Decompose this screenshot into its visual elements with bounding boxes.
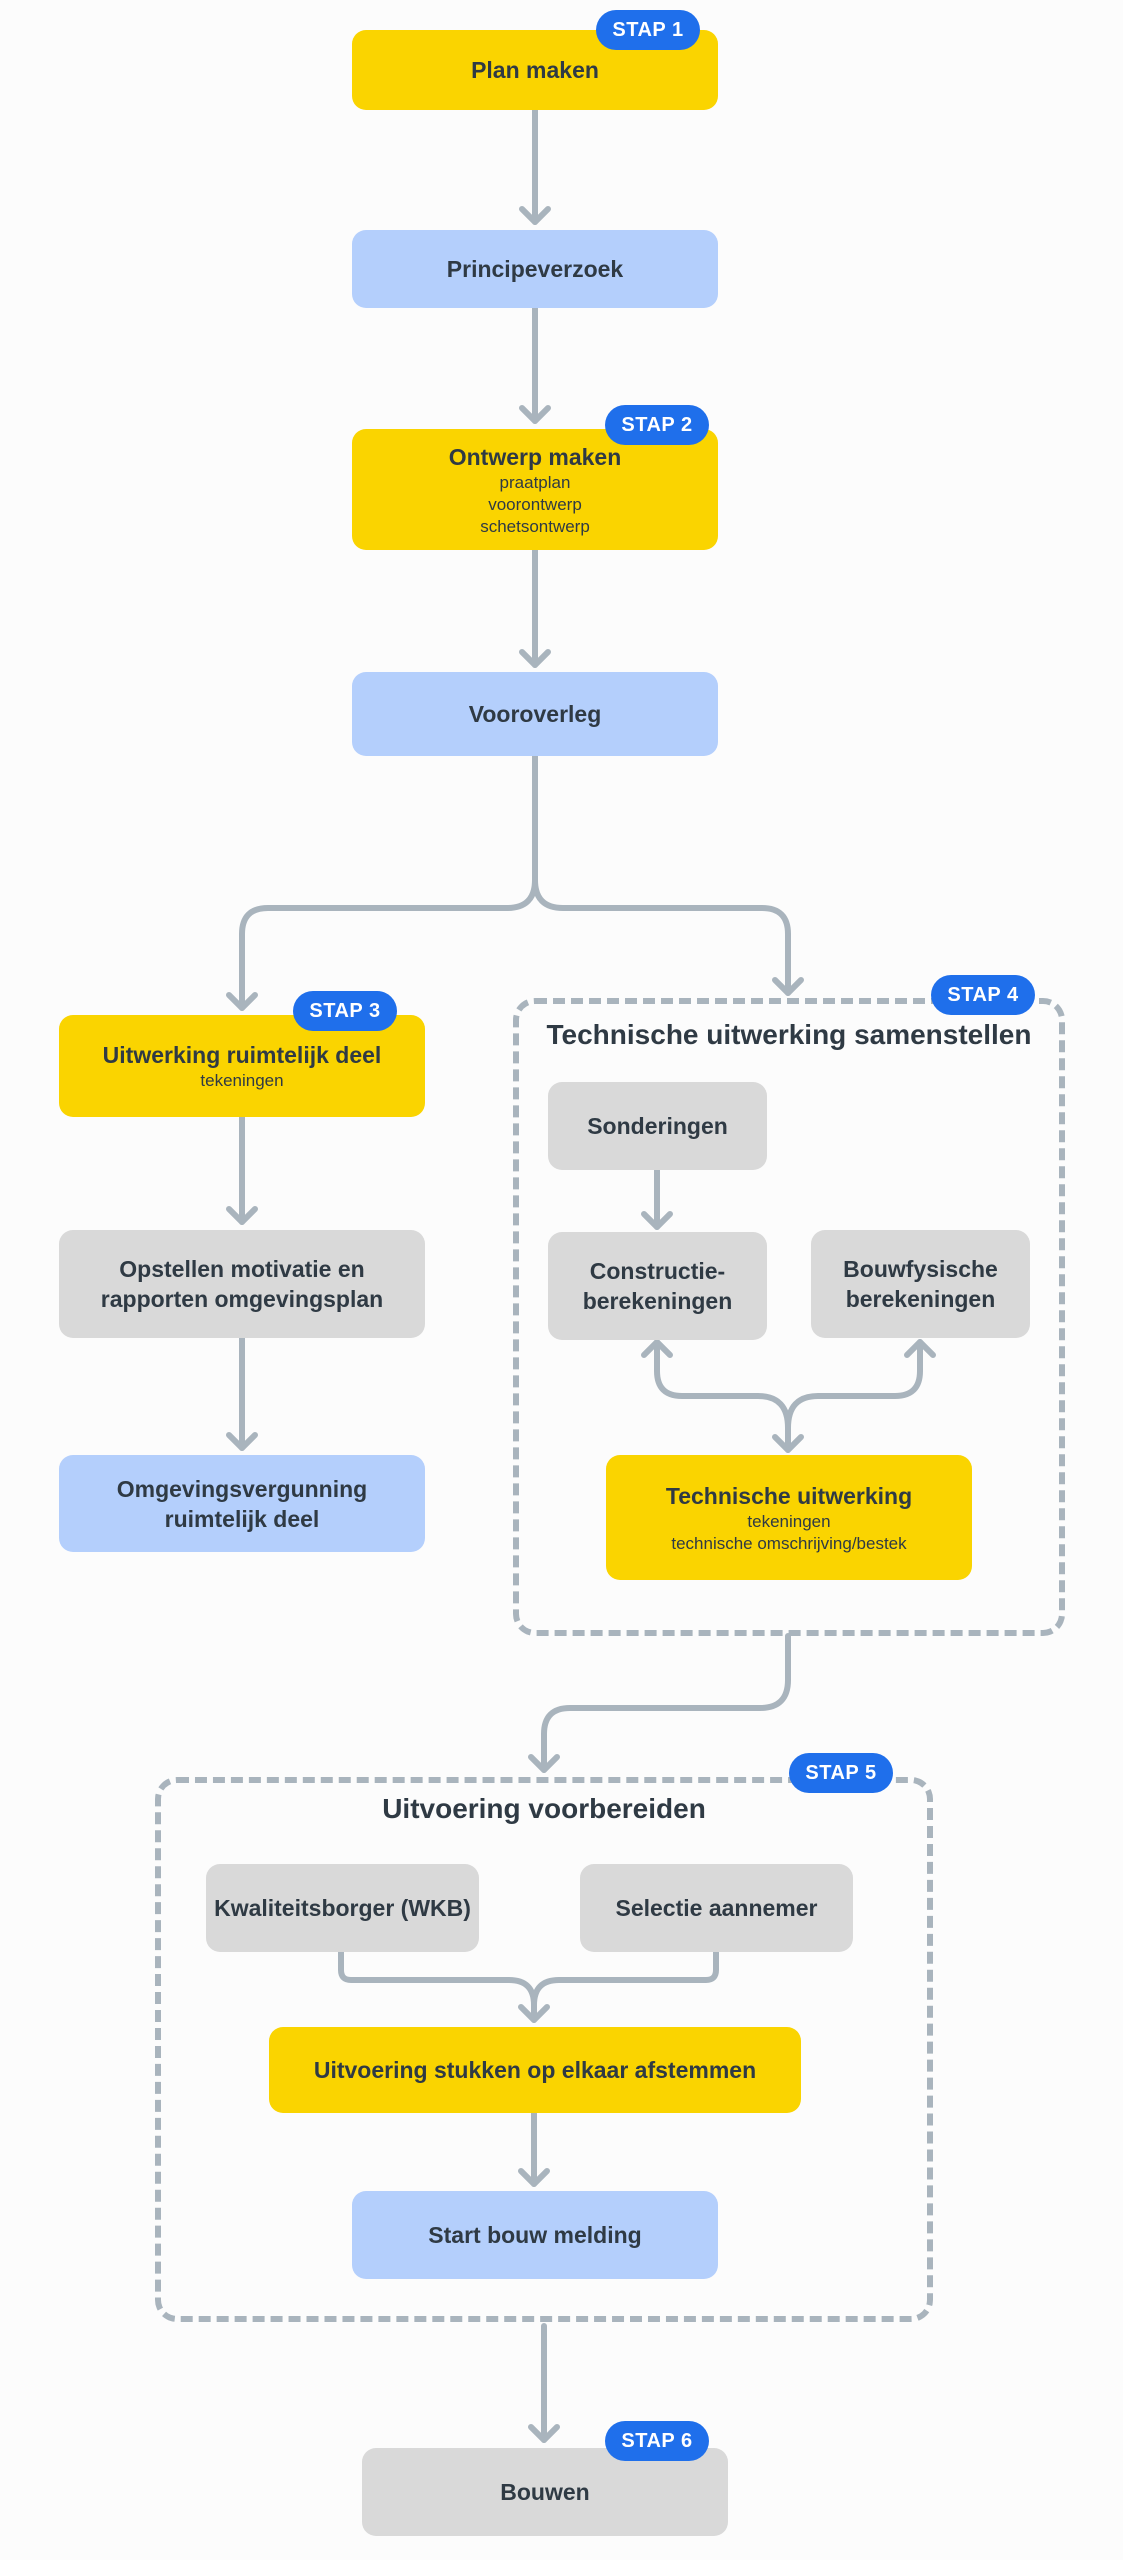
node-title: Selectie aannemer bbox=[615, 1895, 818, 1921]
node-title: Omgevingsvergunning ruimtelijk deel bbox=[116, 1475, 368, 1532]
step-badge-3: STAP 3 bbox=[293, 991, 397, 1031]
node-title: Principeverzoek bbox=[446, 256, 624, 282]
group-technische-uitwerking bbox=[513, 998, 1065, 1636]
node-constructieberekeningen: Constructie- berekeningen bbox=[548, 1232, 767, 1340]
node-title: Kwaliteitsborger (WKB) bbox=[214, 1895, 471, 1921]
arrowhead bbox=[226, 1432, 258, 1451]
node-title: Plan maken bbox=[471, 57, 599, 83]
arrowhead bbox=[772, 977, 804, 996]
node-title: Start bouw melding bbox=[428, 2222, 642, 2248]
arrowhead bbox=[904, 1339, 936, 1358]
step-badge-5: STAP 5 bbox=[789, 1753, 893, 1793]
node-title: Constructie- berekeningen bbox=[582, 1258, 733, 1314]
node-title: Technische uitwerking bbox=[665, 1482, 913, 1509]
step-badge-1: STAP 1 bbox=[596, 10, 700, 50]
arrowhead bbox=[641, 1211, 673, 1230]
node-sonderingen: Sonderingen bbox=[548, 1082, 767, 1170]
connector-technisch-bouwfysisch bbox=[785, 1339, 923, 1431]
step-badge-6: STAP 6 bbox=[605, 2421, 709, 2461]
group-title-uitvoering-voorbereiden: Uitvoering voorbereiden bbox=[382, 1793, 706, 1824]
group-uitvoering-voorbereiden bbox=[155, 1777, 933, 2322]
arrowhead bbox=[226, 1206, 258, 1225]
connector-vooroverleg-split bbox=[239, 753, 538, 1011]
connector-stap4-stap5 bbox=[541, 1633, 791, 1773]
step-badge-4: STAP 4 bbox=[931, 975, 1035, 1015]
node-subtitle: tekeningen bbox=[200, 1071, 284, 1090]
node-uitwerking-ruimtelijk-deel: Uitwerking ruimtelijk deel tekeningen bbox=[59, 1015, 425, 1117]
node-title: Sonderingen bbox=[587, 1113, 728, 1139]
node-title: Bouwfysische berekeningen bbox=[843, 1256, 998, 1312]
arrowhead bbox=[519, 649, 551, 668]
node-uitvoering-stukken: Uitvoering stukken op elkaar afstemmen bbox=[269, 2027, 801, 2113]
node-bouwfysische-berekeningen: Bouwfysische berekeningen bbox=[811, 1230, 1030, 1338]
node-title: Ontwerp maken bbox=[448, 443, 622, 470]
arrowhead bbox=[528, 1754, 560, 1773]
node-title: Opstellen motivatie en rapporten omgevin… bbox=[100, 1256, 384, 1312]
node-title: Bouwen bbox=[500, 2479, 590, 2505]
node-principeverzoek: Principeverzoek bbox=[352, 230, 718, 308]
node-ontwerp-maken: Ontwerp maken praatplan voorontwerp sche… bbox=[352, 429, 718, 550]
node-omgevingsvergunning: Omgevingsvergunning ruimtelijk deel bbox=[59, 1455, 425, 1552]
arrowhead bbox=[519, 206, 551, 225]
arrowhead bbox=[772, 1434, 804, 1453]
connector-technisch-constructie bbox=[654, 1339, 791, 1453]
arrowhead bbox=[226, 992, 258, 1011]
node-technische-uitwerking: Technische uitwerking tekeningen technis… bbox=[606, 1455, 972, 1580]
connector-vooroverleg-stap4 bbox=[532, 877, 791, 996]
arrowhead bbox=[519, 405, 551, 424]
node-title: Vooroverleg bbox=[468, 701, 602, 727]
group-title-technische-uitwerking: Technische uitwerking samenstellen bbox=[546, 1019, 1032, 1050]
step-badge-2: STAP 2 bbox=[605, 405, 709, 445]
node-opstellen-motivatie: Opstellen motivatie en rapporten omgevin… bbox=[59, 1230, 425, 1338]
arrowhead bbox=[518, 2168, 550, 2187]
arrowhead bbox=[641, 1339, 673, 1358]
node-start-bouw-melding: Start bouw melding bbox=[352, 2191, 718, 2279]
arrowhead bbox=[528, 2424, 560, 2443]
node-subtitle: tekeningen technische omschrijving/beste… bbox=[671, 1511, 907, 1553]
arrowhead bbox=[518, 2004, 550, 2023]
node-kwaliteitsborger: Kwaliteitsborger (WKB) bbox=[206, 1864, 479, 1952]
node-selectie-aannemer: Selectie aannemer bbox=[580, 1864, 853, 1952]
node-vooroverleg: Vooroverleg bbox=[352, 672, 718, 756]
node-title: Uitvoering stukken op elkaar afstemmen bbox=[313, 2057, 757, 2083]
connector-selectie-merge bbox=[531, 1949, 719, 2008]
node-bouwen: Bouwen bbox=[362, 2448, 728, 2536]
node-title: Uitwerking ruimtelijk deel bbox=[102, 1042, 382, 1068]
node-subtitle: praatplan voorontwerp schetsontwerp bbox=[480, 472, 590, 536]
